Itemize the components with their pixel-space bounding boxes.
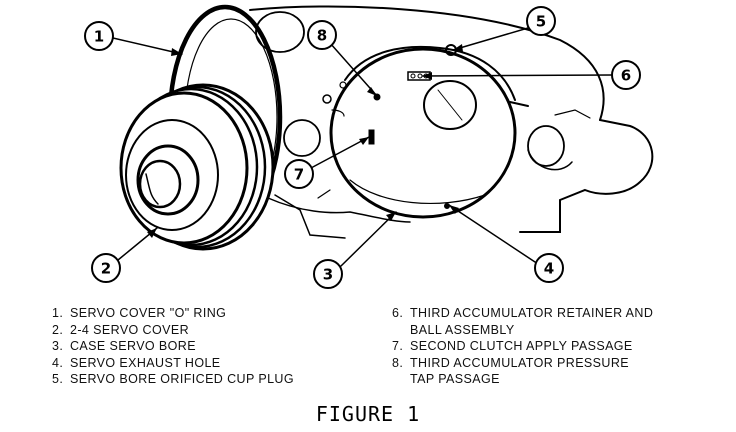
- callout-4-label: 4: [544, 260, 554, 278]
- callout-1: 1: [84, 21, 114, 51]
- legend-item: 3. CASE SERVO BORE: [52, 338, 372, 355]
- legend-number: 4.: [52, 355, 64, 370]
- legend-text: CASE SERVO BORE: [70, 339, 196, 353]
- legend-right-column: 6. THIRD ACCUMULATOR RETAINER AND BALL A…: [392, 305, 722, 388]
- servo-illustration: 1 2 3 4 5 6 7 8: [84, 4, 654, 289]
- legend-text: SERVO COVER "O" RING: [70, 306, 227, 320]
- legend-number: 3.: [52, 339, 64, 353]
- callout-8-label: 8: [317, 27, 327, 45]
- legend-item: 6. THIRD ACCUMULATOR RETAINER AND BALL A…: [392, 305, 722, 338]
- pressure-tap-passage-detail: [373, 93, 381, 101]
- legend-text: THIRD ACCUMULATOR PRESSURE TAP PASSAGE: [410, 355, 629, 387]
- callout-5-label: 5: [536, 13, 546, 31]
- servo-cover: [119, 83, 275, 251]
- legend-number: 5.: [52, 372, 64, 386]
- callout-7: 7: [284, 159, 314, 189]
- legend-number: 2.: [52, 322, 64, 337]
- legend-item: 1. SERVO COVER "O" RING: [52, 305, 372, 322]
- callout-8: 8: [307, 20, 337, 50]
- legend-item: 4. SERVO EXHAUST HOLE: [52, 355, 372, 372]
- legend-item: 2. 2-4 SERVO COVER: [52, 322, 372, 339]
- legend-left-column: 1. SERVO COVER "O" RING 2. 2-4 SERVO COV…: [52, 305, 372, 388]
- callout-5: 5: [526, 6, 556, 36]
- callout-3: 3: [313, 259, 343, 289]
- legend-item: 8. THIRD ACCUMULATOR PRESSURE TAP PASSAG…: [392, 355, 722, 388]
- legend-item: 7. SECOND CLUTCH APPLY PASSAGE: [392, 338, 722, 355]
- legend-text: SERVO EXHAUST HOLE: [70, 355, 221, 370]
- legend-number: 1.: [52, 306, 64, 320]
- callout-2: 2: [91, 253, 121, 283]
- legend-item: 5. SERVO BORE ORIFICED CUP PLUG: [52, 371, 372, 388]
- legend-text: 2-4 SERVO COVER: [70, 322, 190, 337]
- callout-3-label: 3: [323, 266, 333, 284]
- legend-number: 8.: [392, 355, 404, 370]
- figure-caption: FIGURE 1: [315, 402, 421, 426]
- callout-2-label: 2: [101, 260, 111, 278]
- callout-6-label: 6: [621, 67, 631, 85]
- legend-number: 6.: [392, 306, 404, 320]
- exhaust-hole-detail: [444, 203, 450, 209]
- callout-4: 4: [534, 253, 564, 283]
- case-servo-bore: [329, 45, 529, 219]
- transmission-case: [249, 5, 654, 239]
- callout-1-label: 1: [94, 28, 104, 46]
- callout-6: 6: [611, 60, 641, 90]
- legend-number: 7.: [392, 339, 404, 353]
- callout-7-label: 7: [294, 166, 304, 184]
- legend-text: THIRD ACCUMULATOR RETAINER AND BALL ASSE…: [410, 306, 654, 337]
- leader-lines: [112, 27, 613, 267]
- legend-text: SECOND CLUTCH APPLY PASSAGE: [410, 339, 633, 353]
- legend-text: SERVO BORE ORIFICED CUP PLUG: [70, 372, 294, 386]
